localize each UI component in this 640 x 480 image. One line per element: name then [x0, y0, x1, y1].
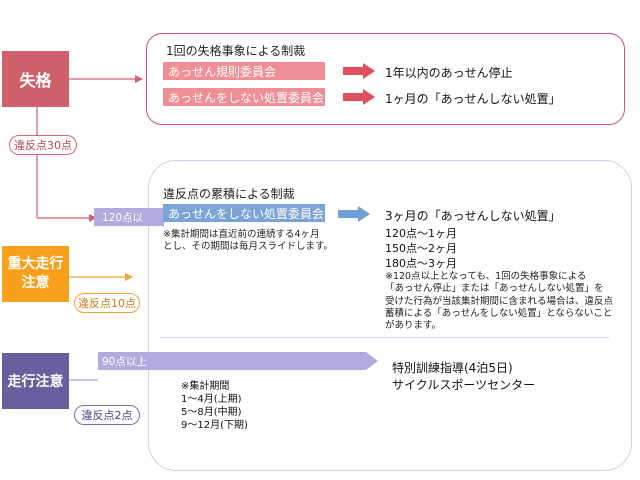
period-item: 5～8月(中期): [181, 407, 242, 418]
period-item: 9～12月(下期): [181, 420, 248, 431]
category-soukou: 走行注意: [2, 353, 69, 409]
period-list: ※集計期間 1～4月(上期) 5～8月(中期) 9～12月(下期): [181, 380, 248, 432]
range-item: 180点～3ヶ月: [385, 256, 457, 270]
threshold-120-tab: 120点以: [94, 208, 164, 226]
note-exception: ※120点以上となっても、1回の失格事象による 「あっせん停止」または「あっせん…: [385, 271, 613, 333]
note-period-line-2: とし、その期間は毎月スライドします。: [163, 241, 334, 253]
note-exception-line: があります。: [385, 320, 442, 332]
point-month-ranges: 120点～1ヶ月 150点～2ヶ月 180点～3ヶ月: [385, 227, 457, 272]
period-item: 1～4月(上期): [181, 394, 242, 405]
threshold-90-arrow: [98, 352, 378, 370]
sanction-single-title: 1回の失格事象による制裁: [166, 44, 306, 58]
category-juudai-label-wrap: 重大走行 注意: [8, 255, 64, 293]
training-title: 特別訓練指導(4泊5日): [392, 361, 513, 375]
result-one-year-stop: 1年以内のあっせん停止: [385, 66, 513, 80]
category-shikkaku: 失格: [2, 51, 69, 107]
range-item: 120点～1ヶ月: [385, 227, 457, 240]
note-exception-line: 蓄積による「あっせんをしない処置」とならないこと: [385, 308, 613, 320]
category-shikkaku-label: 失格: [19, 71, 52, 90]
arrow-right-icon: [343, 89, 375, 105]
arrow-right-icon: [343, 63, 375, 79]
result-three-month-no-assen: 3ヶ月の「あっせんしない処置」: [385, 209, 561, 223]
category-juudai-line1: 重大走行: [7, 256, 64, 273]
tag-assen-rules-committee: あっせん規則委員会: [163, 62, 325, 80]
points-badge-2: 違反点2点: [74, 405, 140, 425]
training-location: サイクルスポーツセンター: [392, 378, 536, 392]
note-exception-line: ※120点以上となっても、1回の失格事象による: [385, 271, 587, 282]
threshold-90-label: 90点以上: [102, 355, 147, 368]
range-item: 150点～2ヶ月: [385, 241, 457, 255]
sanction-accumulation-title: 違反点の累積による制裁: [163, 187, 295, 201]
note-period-line-1: ※集計期間は直近前の連続する4ヶ月: [163, 229, 320, 240]
category-juudai: 重大走行 注意: [2, 246, 69, 302]
note-exception-line: 受けた行為が当該集計期間に含まれる場合は、違反点: [385, 295, 614, 307]
note-period-sliding: ※集計期間は直近前の連続する4ヶ月 とし、その期間は毎月スライドします。: [163, 229, 333, 254]
tag-no-assen-committee-2: あっせんをしない処置委員会: [163, 204, 325, 222]
note-exception-line: 「あっせん停止」または「あっせんしない処置」を: [385, 283, 604, 295]
category-soukou-label: 走行注意: [7, 374, 64, 390]
points-badge-10: 違反点10点: [74, 293, 140, 313]
category-juudai-line2: 注意: [21, 275, 50, 291]
points-badge-30: 違反点30点: [9, 135, 77, 155]
period-list-title: ※集計期間: [181, 381, 230, 392]
result-one-month-no-assen: 1ヶ月の「あっせんしない処置」: [385, 92, 561, 106]
divider: [160, 337, 610, 338]
arrow-right-icon: [338, 206, 370, 222]
tag-no-assen-committee-1: あっせんをしない処置委員会: [163, 88, 325, 106]
